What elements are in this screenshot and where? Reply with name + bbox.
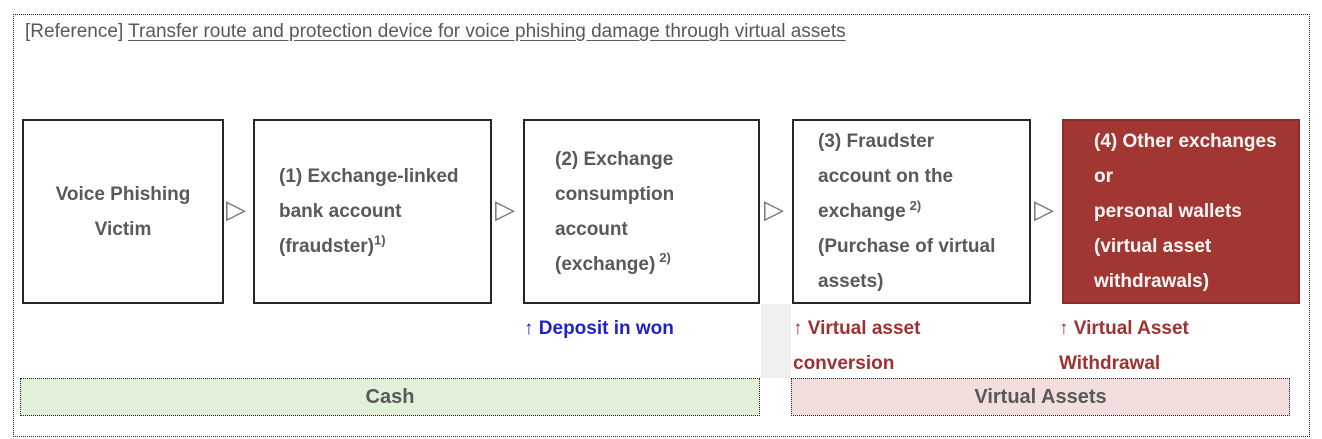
box-step2-line-4: (exchange)2)	[555, 250, 671, 275]
box-step4-line-1: (4) Other exchanges	[1094, 131, 1277, 152]
box-step1-line-1: (1) Exchange-linked	[279, 166, 459, 187]
flow-box-victim: Voice Phishing Victim	[22, 119, 224, 304]
annotation-deposit-text: ↑ Deposit in won	[524, 318, 674, 339]
box-step4-line-4: (virtual asset	[1094, 236, 1212, 257]
box-step1-line-2: bank account	[279, 201, 402, 222]
title-link[interactable]: Transfer route and protection device for…	[128, 21, 846, 42]
box-step4-line-2: or	[1094, 166, 1113, 187]
zone-divider-strip	[761, 304, 791, 378]
box-step1-line-3: (fraudster)1)	[279, 232, 386, 257]
box-victim-line-2: Victim	[94, 218, 152, 240]
box-step3-line-1: (3) Fraudster	[818, 131, 935, 152]
annotation-conversion-line-2: conversion	[793, 353, 895, 374]
box-step2-line-1: (2) Exchange	[555, 148, 674, 170]
box-step2-line-3: account	[555, 218, 628, 240]
annotation-withdrawal-line-1: ↑ Virtual Asset	[1059, 318, 1189, 339]
box-step3-line-4: (Purchase of virtual	[818, 236, 996, 257]
virtual-assets-zone-band: Virtual Assets	[791, 378, 1290, 416]
right-triangle-arrow-icon: ▷	[764, 194, 784, 224]
right-triangle-arrow-icon: ▷	[1034, 194, 1054, 224]
box-step3-line-2: account on the	[818, 166, 954, 187]
footnote-marker-1: 1)	[374, 232, 386, 248]
flow-box-step1-bank-account: (1) Exchange-linked bank account (frauds…	[253, 119, 492, 304]
flow-box-step4-other-exchanges: (4) Other exchanges or personal wallets …	[1062, 119, 1300, 304]
footnote-marker-2: 2)	[659, 250, 671, 266]
outer-dotted-frame	[13, 14, 1310, 437]
annotation-virtual-asset-withdrawal: ↑ Virtual Asset Withdrawal	[1059, 311, 1189, 381]
flow-box-step2-consumption-account: (2) Exchange consumption account (exchan…	[523, 119, 760, 304]
box-step3-line-5: assets)	[818, 271, 884, 292]
annotation-withdrawal-line-2: Withdrawal	[1059, 353, 1161, 374]
virtual-assets-zone-label: Virtual Assets	[974, 385, 1107, 408]
box-victim-line-1: Voice Phishing	[55, 183, 191, 205]
cash-zone-band: Cash	[20, 378, 760, 416]
annotation-conversion-line-1: ↑ Virtual asset	[793, 318, 921, 339]
footnote-marker-2: 2)	[909, 197, 922, 213]
box-step2-line-2: consumption	[555, 183, 675, 205]
box-step4-line-3: personal wallets	[1094, 201, 1242, 222]
box-step4-line-5: withdrawals)	[1094, 271, 1210, 292]
annotation-virtual-asset-conversion: ↑ Virtual asset conversion	[793, 311, 920, 381]
page-title: [Reference] Transfer route and protectio…	[25, 21, 846, 43]
title-prefix: [Reference]	[25, 21, 129, 42]
right-triangle-arrow-icon: ▷	[226, 194, 246, 224]
cash-zone-label: Cash	[365, 385, 415, 408]
annotation-deposit-in-won: ↑ Deposit in won	[524, 311, 674, 346]
right-triangle-arrow-icon: ▷	[495, 194, 515, 224]
